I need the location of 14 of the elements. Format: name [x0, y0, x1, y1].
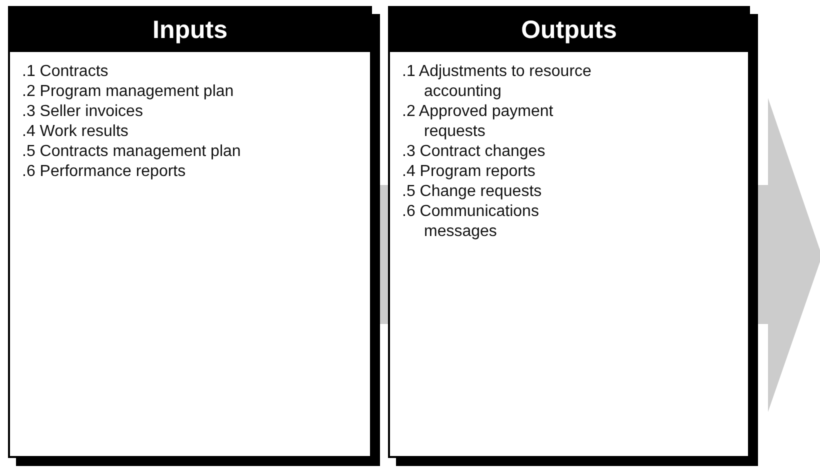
- list-item: .4 Work results: [22, 122, 130, 142]
- card-heading: Inputs: [10, 8, 370, 52]
- card-heading: Outputs: [390, 8, 748, 52]
- list-item: .1 Adjustments to resource accounting: [402, 62, 592, 102]
- list-item: .5 Change requests: [402, 182, 543, 202]
- list-item: .6 Communications messages: [402, 202, 540, 242]
- list-item: .4 Program reports: [402, 162, 536, 182]
- list-item: .5 Contracts management plan: [22, 142, 242, 162]
- list-item: .6 Performance reports: [22, 162, 187, 182]
- list-item: .3 Contract changes: [402, 142, 546, 162]
- list-item: .2 Program management plan: [22, 82, 235, 102]
- list-item: .3 Seller invoices: [22, 102, 144, 122]
- list-item: .1 Contracts: [22, 62, 110, 82]
- list-item: .2 Approved payment requests: [402, 102, 554, 142]
